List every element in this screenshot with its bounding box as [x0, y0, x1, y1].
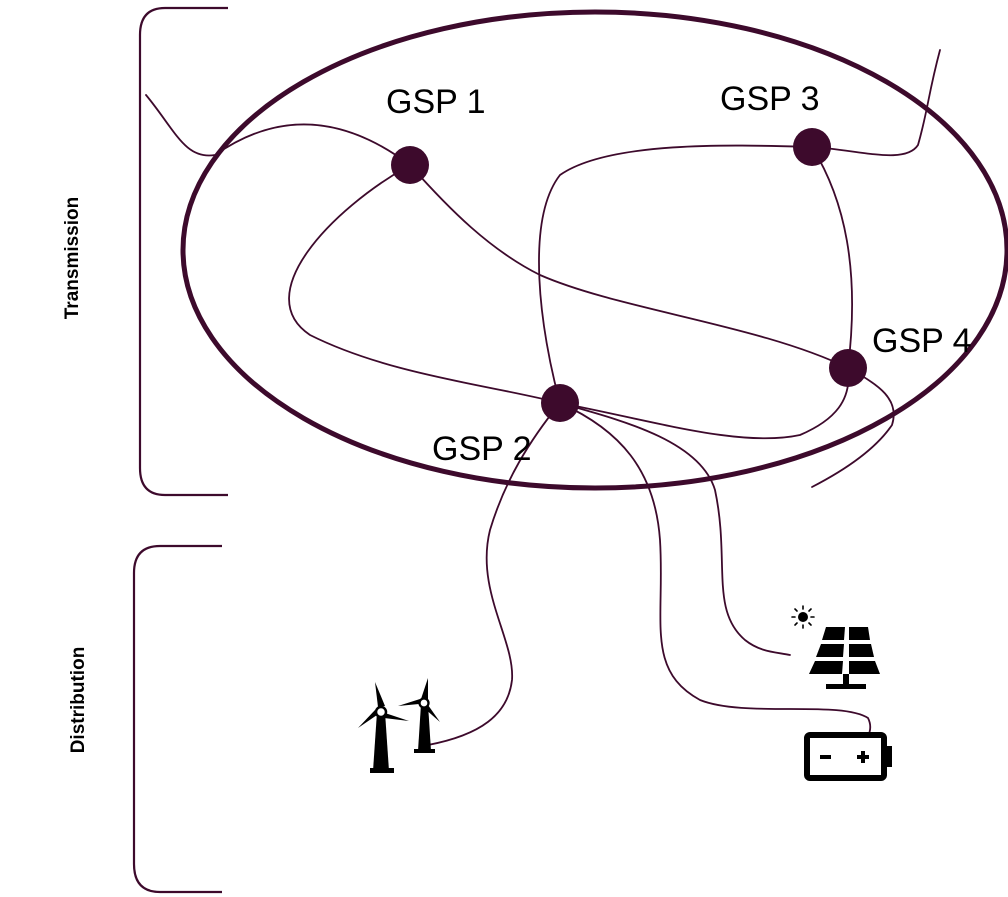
line-gsp2-to-wind: [427, 402, 561, 746]
line-gsp2-to-battery: [559, 402, 872, 737]
battery-icon: [804, 732, 892, 781]
solar-panel-icon: [791, 605, 880, 689]
gsp2-label: GSP 2: [432, 430, 532, 468]
line-gsp4-external: [811, 367, 895, 488]
line-gsp1-to-gsp4: [409, 164, 849, 369]
gsp1-node[interactable]: [391, 146, 429, 184]
line-gsp3-external: [811, 49, 941, 157]
line-gsp1-to-gsp2: [288, 164, 561, 404]
distribution-label: Distribution: [68, 647, 89, 754]
transmission-bracket: [138, 6, 228, 497]
line-gsp2-to-solar: [559, 402, 791, 656]
wind-turbine-icon: [358, 678, 440, 773]
gsp4-node[interactable]: [829, 349, 867, 387]
line-external-to-gsp1: [145, 94, 411, 166]
distribution-bracket: [132, 544, 222, 894]
gsp3-node[interactable]: [793, 128, 831, 166]
line-gsp3-to-gsp4: [811, 146, 853, 369]
transmission-boundary: [180, 9, 1008, 491]
line-gsp2-to-gsp3: [538, 144, 813, 404]
gsp4-label: GSP 4: [872, 322, 972, 360]
transmission-label: Transmission: [62, 197, 83, 320]
gsp1-label: GSP 1: [386, 83, 486, 121]
gsp3-label: GSP 3: [720, 80, 820, 118]
line-gsp2-to-gsp4: [559, 367, 850, 440]
gsp2-node[interactable]: [541, 384, 579, 422]
